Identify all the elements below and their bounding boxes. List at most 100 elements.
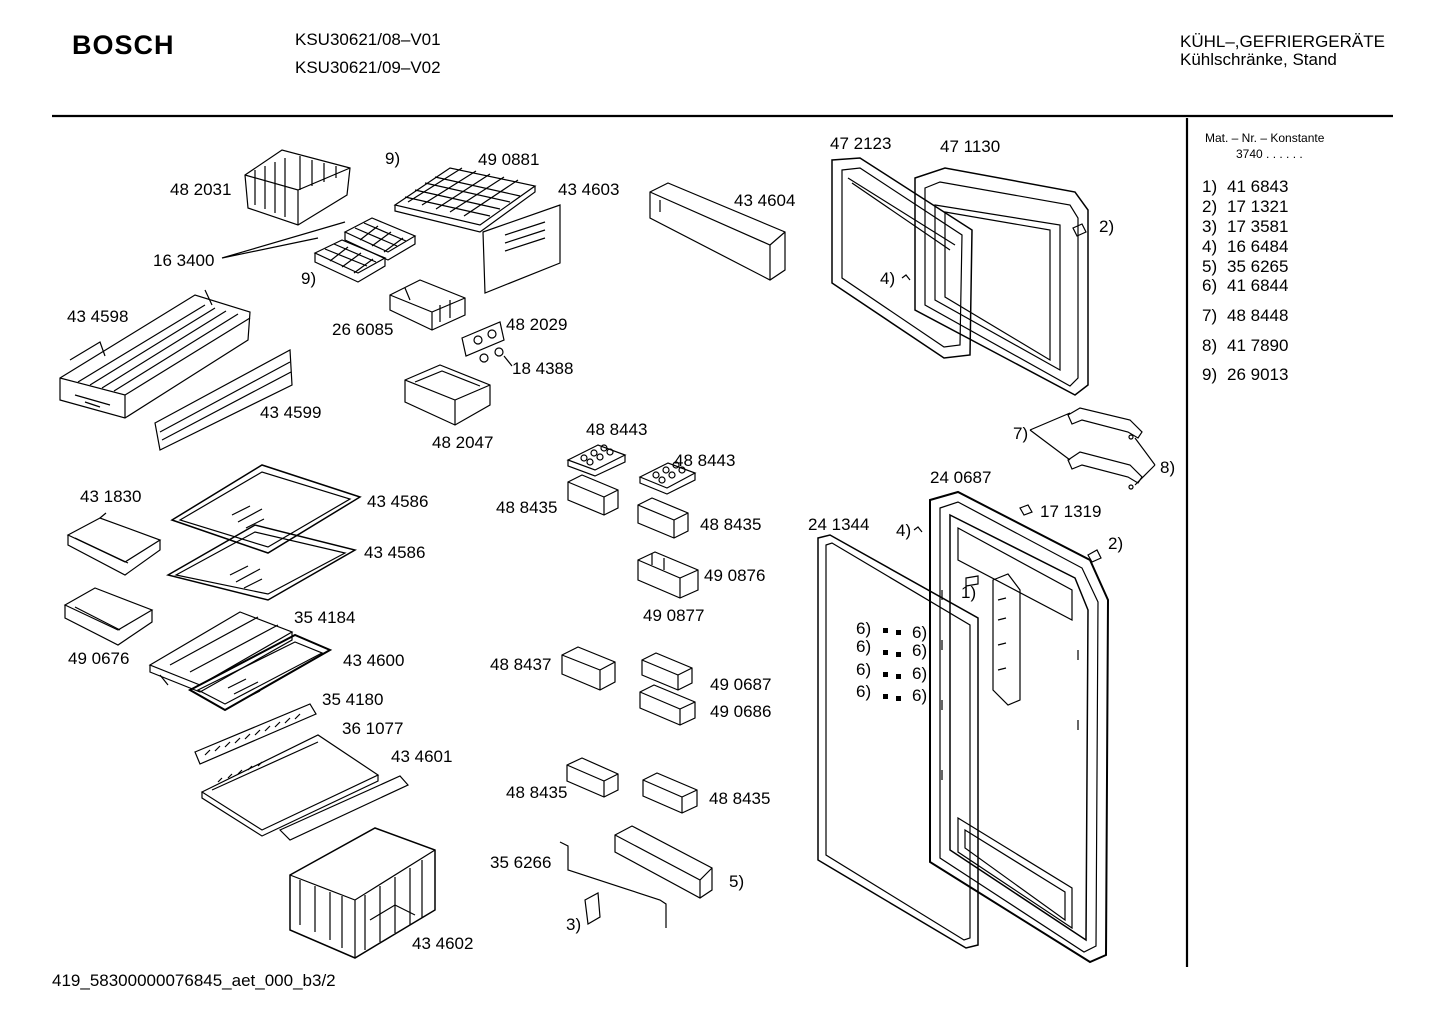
part-strip-354180 — [195, 704, 316, 764]
part-bottle-bin — [615, 826, 712, 898]
part-panel-434603 — [483, 205, 560, 293]
label-4-lower: 4) — [896, 521, 912, 540]
part-tray-490676 — [65, 588, 152, 645]
label-488435-d: 48 8435 — [709, 789, 771, 808]
label-6-right-2: 6) — [912, 641, 928, 660]
part-4-small-upper — [902, 275, 910, 280]
part-tray-482047 — [405, 365, 490, 425]
category-title: KÜHL–,GEFRIERGERÄTE — [1180, 32, 1385, 51]
part-handles — [1030, 408, 1155, 489]
part-freezer-door — [915, 168, 1088, 395]
part-holder-266085 — [390, 280, 465, 330]
sidebar-ref: 5) — [1202, 257, 1218, 276]
label-488435-c: 48 8435 — [506, 783, 568, 802]
footer-code: 419_58300000076845_aet_000_b3/2 — [52, 971, 336, 990]
sidebar-number: 41 6843 — [1227, 177, 1289, 196]
part-crisper-drawer — [290, 828, 435, 958]
part-crisper-cover — [202, 735, 408, 840]
label-6-right-1: 6) — [912, 623, 928, 642]
part-rod-356266 — [560, 842, 666, 928]
label-434600: 43 4600 — [343, 651, 405, 670]
label-434586-upper: 43 4586 — [367, 492, 429, 511]
label-2-upper: 2) — [1099, 217, 1115, 236]
sidebar-ref: 4) — [1202, 237, 1218, 256]
part-grill-shelf — [395, 168, 535, 232]
label-171319: 17 1319 — [1040, 502, 1102, 521]
label-482029: 48 2029 — [506, 315, 568, 334]
sidebar-number: 41 7890 — [1227, 336, 1289, 355]
label-4-upper: 4) — [880, 269, 896, 288]
label-9-lower: 9) — [301, 269, 317, 288]
label-490876: 49 0876 — [704, 566, 766, 585]
label-490877: 49 0877 — [643, 606, 705, 625]
sidebar-ref: 3) — [1202, 217, 1218, 236]
label-434603: 43 4603 — [558, 180, 620, 199]
part-freezer-door-seal — [832, 158, 972, 358]
sidebar-number: 16 6484 — [1227, 237, 1289, 256]
label-354180: 35 4180 — [322, 690, 384, 709]
sidebar-number: 17 1321 — [1227, 197, 1289, 216]
label-6-left-3: 6) — [856, 660, 872, 679]
label-434602: 43 4602 — [412, 934, 474, 953]
label-5: 5) — [729, 872, 745, 891]
label-434601: 43 4601 — [391, 747, 453, 766]
label-488437: 48 8437 — [490, 655, 552, 674]
sidebar-ref: 6) — [1202, 276, 1218, 295]
part-flap-434599 — [155, 350, 292, 450]
model-number-2: KSU30621/09–V02 — [295, 58, 441, 77]
model-number-1: KSU30621/08–V01 — [295, 30, 441, 49]
label-434586-lower: 43 4586 — [364, 543, 426, 562]
sidebar-title: Mat. – Nr. – Konstante — [1205, 131, 1325, 145]
sidebar-ref: 9) — [1202, 365, 1218, 384]
label-7: 7) — [1013, 424, 1029, 443]
label-354184: 35 4184 — [294, 608, 356, 627]
part-shelf-431830 — [68, 513, 160, 575]
sidebar-number: 48 8448 — [1227, 306, 1289, 325]
part-ice-trays — [315, 218, 415, 282]
label-431830: 43 1830 — [80, 487, 142, 506]
sidebar-number: 35 6265 — [1227, 257, 1289, 276]
part-egg-trays — [568, 445, 695, 494]
part-2-small-upper — [1073, 224, 1086, 236]
sidebar-ref: 8) — [1202, 336, 1218, 355]
label-241344: 24 1344 — [808, 515, 870, 534]
sidebar-number: 26 9013 — [1227, 365, 1289, 384]
leader-163400 — [222, 222, 345, 258]
part-small-boxes-upper — [568, 475, 688, 538]
label-434598: 43 4598 — [67, 307, 129, 326]
label-361077: 36 1077 — [342, 719, 404, 738]
subcategory-title: Kühlschränke, Stand — [1180, 50, 1337, 69]
part-freezer-basket — [60, 290, 250, 418]
label-240687: 24 0687 — [930, 468, 992, 487]
part-6-fasteners — [883, 628, 901, 701]
label-6-right-3: 6) — [912, 664, 928, 683]
label-434599: 43 4599 — [260, 403, 322, 422]
label-490686: 49 0686 — [710, 702, 772, 721]
label-6-left-4: 6) — [856, 682, 872, 701]
label-163400: 16 3400 — [153, 251, 215, 270]
label-488435-a: 48 8435 — [496, 498, 558, 517]
label-356266: 35 6266 — [490, 853, 552, 872]
label-488443-left: 48 8443 — [586, 420, 648, 439]
sidebar-ref: 2) — [1202, 197, 1218, 216]
part-boxes-middle — [562, 647, 695, 725]
part-fridge-door — [930, 492, 1108, 962]
label-488443-right: 48 8443 — [674, 451, 736, 470]
label-490881: 49 0881 — [478, 150, 540, 169]
label-8: 8) — [1160, 458, 1176, 477]
sidebar-number: 17 3581 — [1227, 217, 1289, 236]
sidebar-number: 41 6844 — [1227, 276, 1289, 295]
label-490687: 49 0687 — [710, 675, 772, 694]
part-holder-490876 — [638, 552, 698, 598]
part-171319 — [1020, 505, 1032, 515]
part-2-small-lower — [1088, 550, 1101, 562]
label-3: 3) — [566, 915, 582, 934]
label-6-left-1: 6) — [856, 619, 872, 638]
label-2-lower: 2) — [1108, 534, 1124, 553]
part-door-bin-434604 — [650, 183, 785, 280]
label-9-upper: 9) — [385, 149, 401, 168]
label-266085: 26 6085 — [332, 320, 394, 339]
part-glass-shelves — [168, 465, 360, 600]
part-fridge-door-seal — [818, 535, 978, 948]
